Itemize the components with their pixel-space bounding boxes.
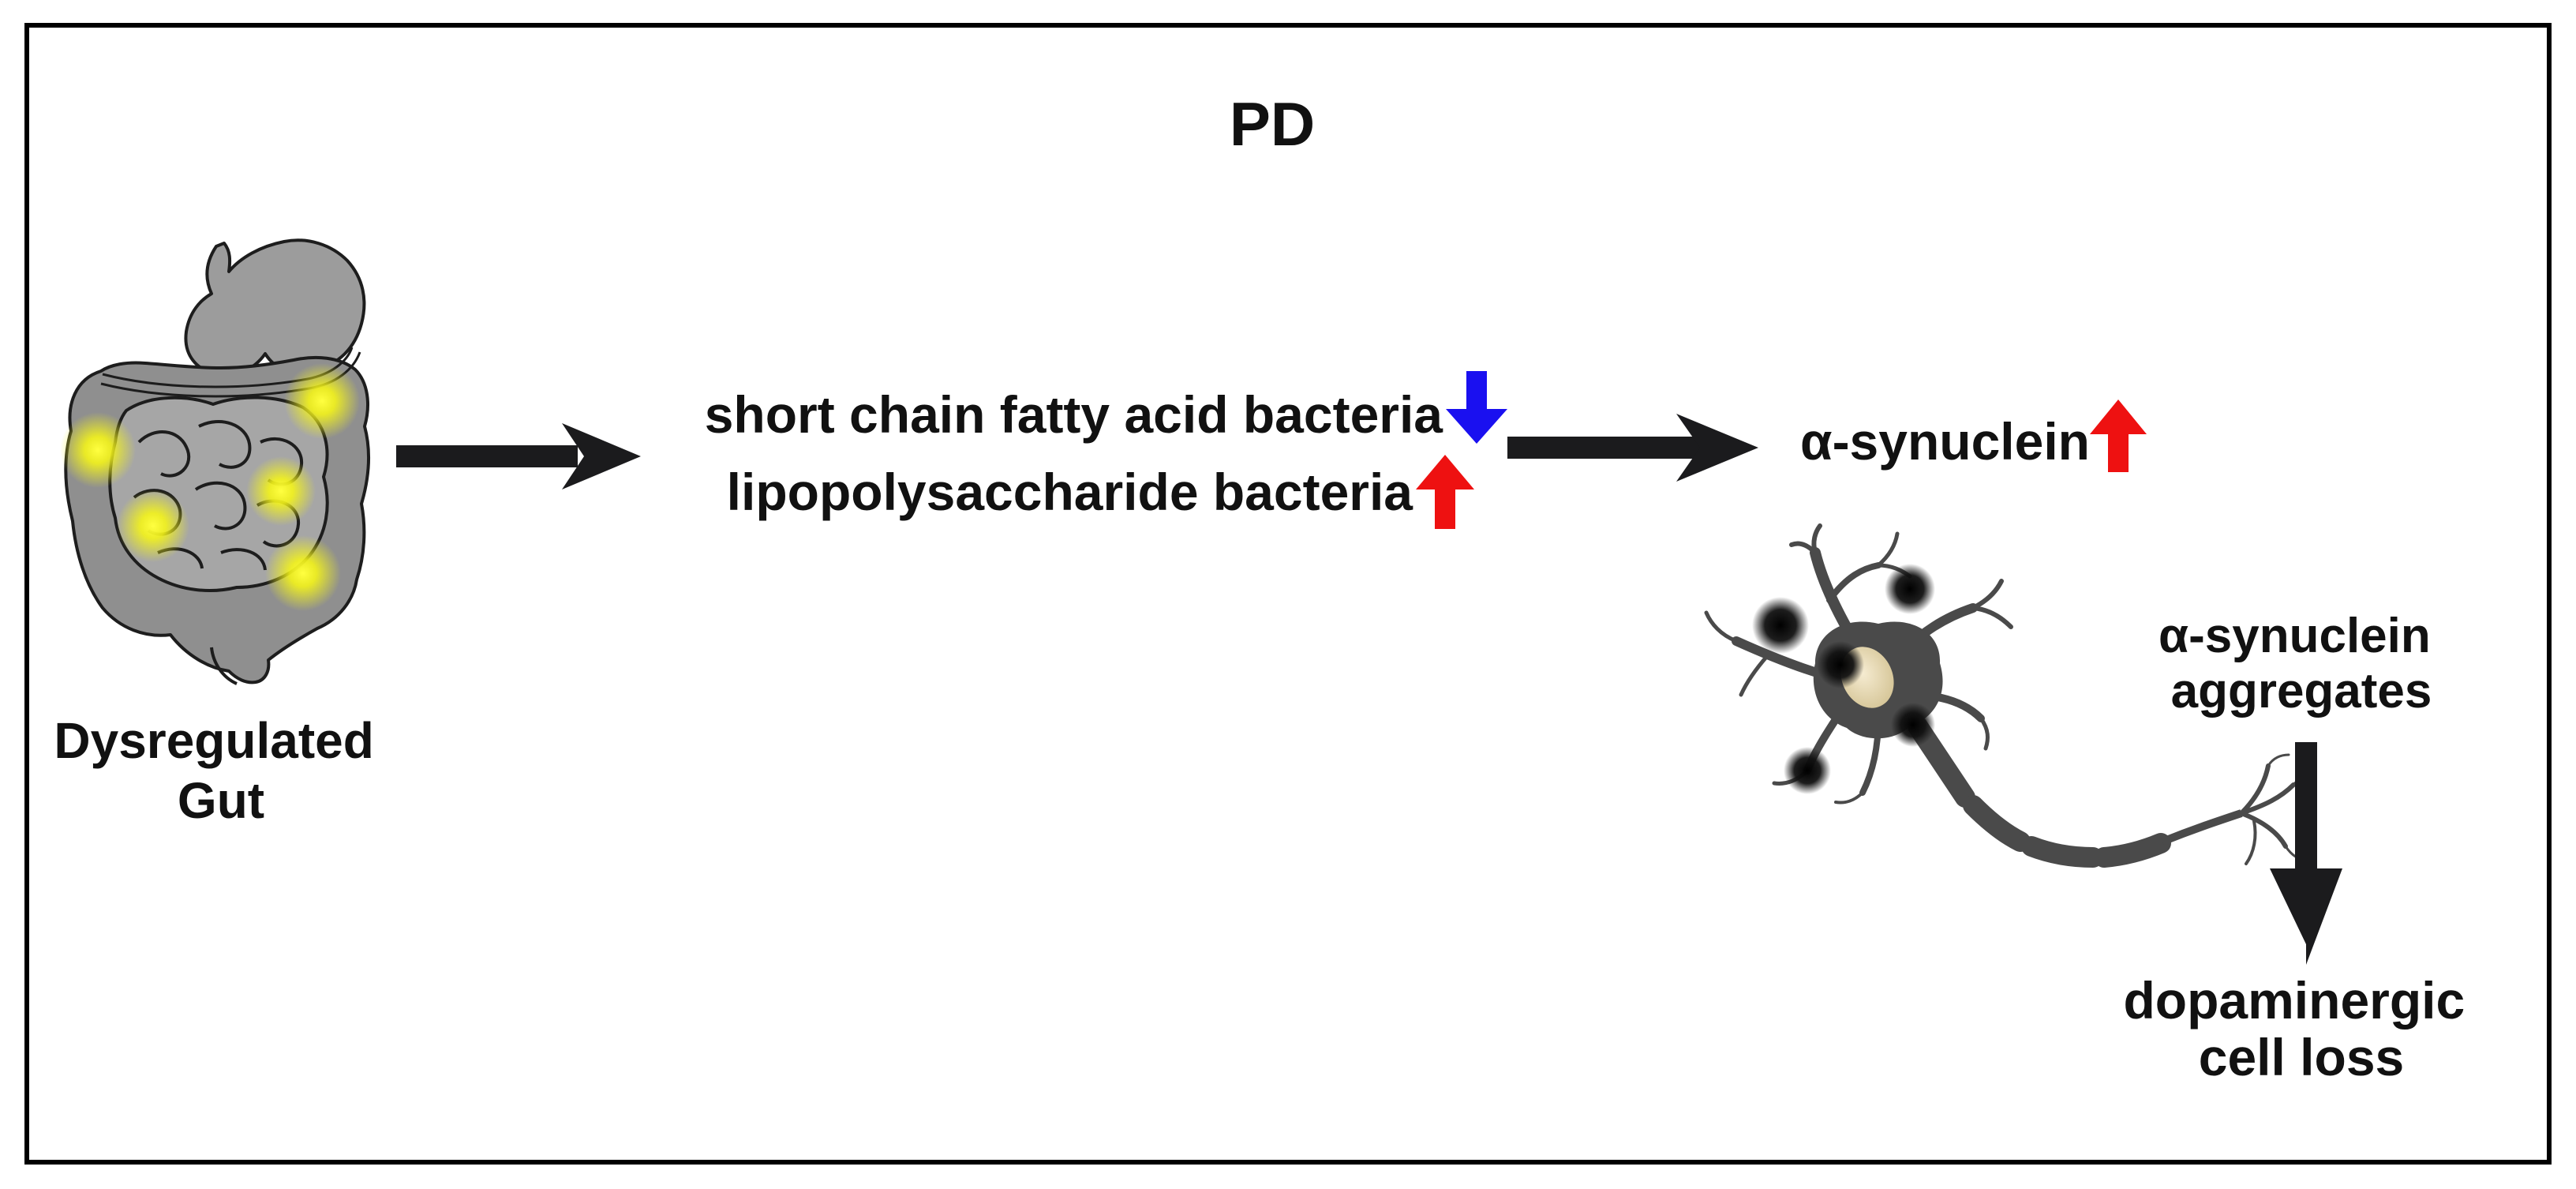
aggregates-label: α-synuclein aggregates <box>2159 609 2444 718</box>
outcome-line2: cell loss <box>2199 1028 2405 1086</box>
diagram-title: PD <box>1230 89 1315 159</box>
bacteria-line1: short chain fatty acid bacteria <box>705 385 1444 444</box>
neuron-icon <box>1704 523 2317 868</box>
down-arrow-icon <box>1446 371 1507 444</box>
flow-arrow-icon <box>1507 414 1758 482</box>
bacteria-line2: lipopolysaccharide bacteria <box>727 463 1414 521</box>
flow-arrow-icon <box>2270 742 2342 965</box>
outcome-line1: dopaminergic <box>2123 971 2465 1030</box>
gut-icon <box>60 238 370 685</box>
gut-label-line2: Gut <box>178 772 264 829</box>
up-arrow-icon <box>1416 455 1474 529</box>
gut-label: Dysregulated Gut <box>54 712 388 829</box>
aggregates-line2: aggregates <box>2171 664 2432 718</box>
aggregates-line1: α-synuclein <box>2159 609 2431 663</box>
up-arrow-icon <box>2090 399 2147 472</box>
outcome-label: dopaminergic cell loss <box>2123 971 2479 1086</box>
gut-label-line1: Dysregulated <box>54 712 373 769</box>
diagram-border <box>24 23 2552 1165</box>
synuclein-label: α-synuclein <box>1800 412 2090 471</box>
flow-arrow-icon <box>396 423 641 489</box>
